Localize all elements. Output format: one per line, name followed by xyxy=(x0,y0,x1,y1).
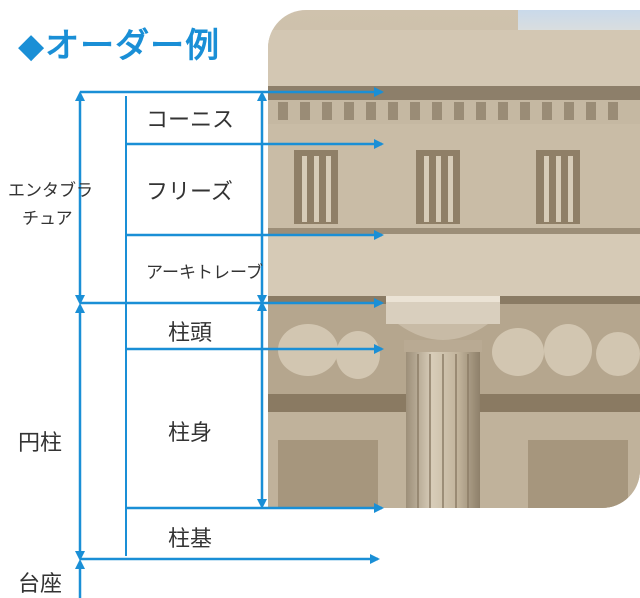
label-architrave: アーキトレーブ xyxy=(146,263,263,283)
label-cornice: コーニス xyxy=(146,108,235,133)
label-entablature-line2: チュア xyxy=(22,209,73,229)
label-column: 円柱 xyxy=(18,431,63,456)
label-frieze: フリーズ xyxy=(146,180,233,205)
label-base: 柱基 xyxy=(168,527,213,552)
page-title: ◆オーダー例 xyxy=(18,26,221,66)
label-shaft: 柱身 xyxy=(168,421,213,446)
label-entablature-line1: エンタブラ xyxy=(8,181,93,201)
label-capital: 柱頭 xyxy=(168,321,213,346)
temple-illustration xyxy=(268,10,640,508)
label-pedestal: 台座 xyxy=(18,572,63,597)
temple-photo xyxy=(268,10,640,508)
